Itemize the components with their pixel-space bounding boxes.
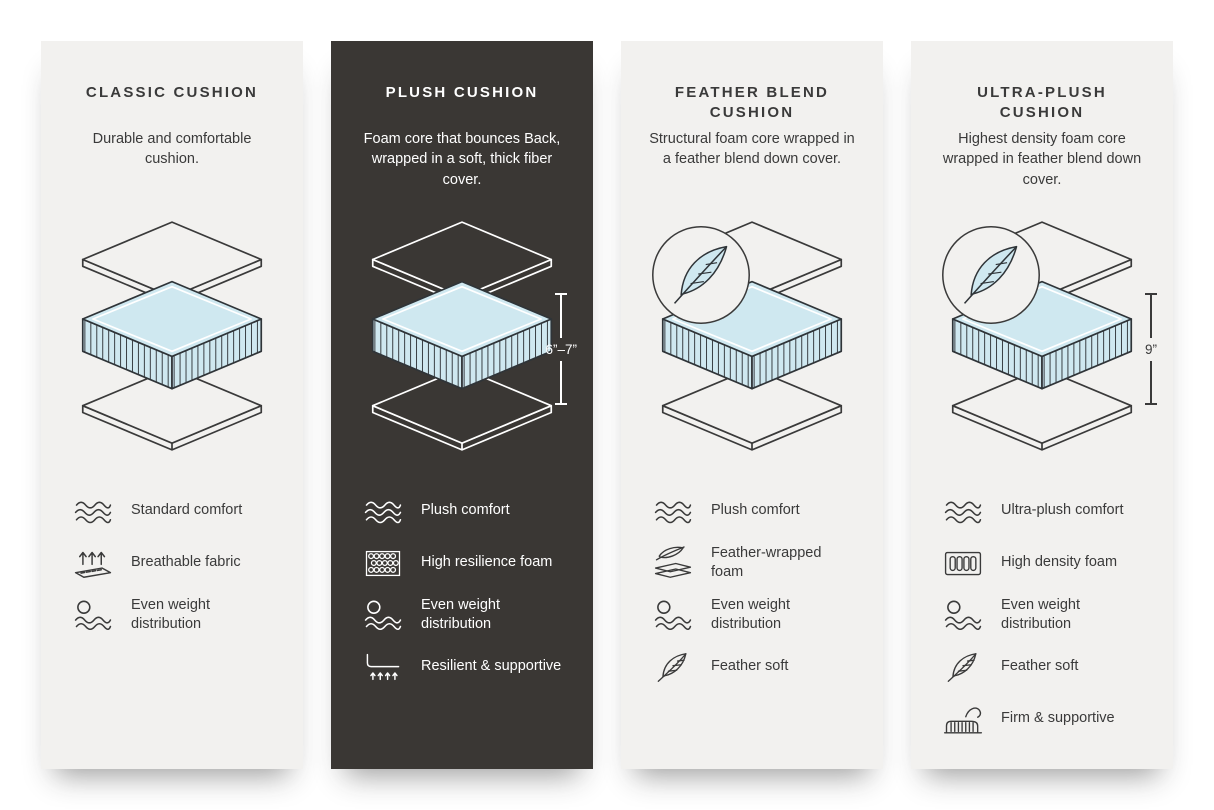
feature-item: Even weight distribution: [361, 595, 567, 635]
feature-label: High resilience foam: [421, 554, 553, 571]
feature-item: Firm & supportive: [941, 699, 1147, 739]
feature-item: Resilient & supportive: [361, 647, 567, 687]
cushion-layers-illustration: [360, 217, 564, 455]
dimension-line: [1150, 360, 1152, 403]
weight-icon: [71, 597, 115, 634]
panel-description: Structural foam core wrapped in a feathe…: [649, 131, 855, 168]
feather-icon: [941, 649, 985, 686]
dimension-cap: [1144, 293, 1157, 295]
dimension-line: [1150, 295, 1152, 338]
feature-item: Even weight distribution: [71, 595, 277, 635]
feature-item: Plush comfort: [651, 491, 857, 531]
feature-label: High density foam: [1001, 554, 1118, 571]
panel-description: Foam core that bounces Back, wrapped in …: [363, 131, 561, 188]
height-dimension: 6”–7”: [545, 293, 577, 405]
weight-icon: [651, 597, 695, 634]
wave-icon: [71, 493, 115, 530]
feature-label: Standard comfort: [131, 502, 243, 519]
feature-item: Plush comfort: [361, 491, 567, 531]
panel-title: CLASSIC CUSHION: [85, 84, 259, 101]
weight-icon: [941, 597, 985, 634]
feature-label: Ultra-plush comfort: [1001, 502, 1124, 519]
feather-badge-icon: [649, 223, 753, 327]
feature-item: Even weight distribution: [651, 595, 857, 635]
height-dimension: 9”: [1144, 293, 1157, 405]
feature-list: Standard comfort Breathable fabric Even …: [67, 485, 277, 635]
breathable-icon: [71, 545, 115, 582]
cushion-diagram: [647, 207, 857, 485]
feather-icon: [651, 649, 695, 686]
dimension-cap: [1144, 403, 1157, 405]
cushion-diagram: [67, 207, 277, 485]
wave-icon: [651, 493, 695, 530]
foam-cells-icon: [361, 545, 405, 582]
dimension-label: 9”: [1144, 341, 1157, 357]
feature-item: Feather soft: [651, 647, 857, 687]
dimension-line: [560, 360, 562, 403]
density-icon: [941, 545, 985, 582]
feature-item: Feather-wrapped foam: [651, 543, 857, 583]
panel-plush-cushion: PLUSH CUSHION Foam core that bounces Bac…: [331, 41, 593, 769]
panel-title: FEATHER BLEND CUSHION: [674, 84, 830, 122]
dimension-cap: [555, 293, 568, 295]
feature-label: Even weight distribution: [421, 596, 500, 632]
feather-badge-icon: [939, 223, 1043, 327]
feature-item: Feather soft: [941, 647, 1147, 687]
panel-feather-blend-cushion: FEATHER BLEND CUSHION Structural foam co…: [621, 41, 883, 769]
feature-item: High density foam: [941, 543, 1147, 583]
feature-label: Even weight distribution: [711, 596, 790, 632]
feature-label: Feather soft: [711, 658, 789, 675]
weight-icon: [361, 597, 405, 634]
feature-item: High resilience foam: [361, 543, 567, 583]
feature-label: Even weight distribution: [131, 596, 210, 632]
feature-label: Plush comfort: [421, 502, 510, 519]
feature-label: Feather soft: [1001, 658, 1079, 675]
panel-title: PLUSH CUSHION: [385, 84, 539, 101]
feature-item: Even weight distribution: [941, 595, 1147, 635]
cushion-diagram: 9”: [937, 207, 1157, 485]
feature-list: Plush comfort Feather-wrapped foam Even …: [647, 485, 857, 687]
feature-list: Plush comfort High resilience foam Even …: [357, 485, 567, 687]
feature-item: Standard comfort: [71, 491, 277, 531]
feather-wrap-icon: [651, 545, 695, 582]
feature-label: Plush comfort: [711, 502, 800, 519]
wave-icon: [941, 493, 985, 530]
dimension-label: 6”–7”: [545, 341, 577, 357]
press-icon: [941, 701, 985, 738]
panel-description: Highest density foam core wrapped in fea…: [942, 131, 1142, 188]
dimension-line: [560, 295, 562, 338]
cushion-diagram: 6”–7”: [357, 207, 577, 485]
feature-label: Even weight distribution: [1001, 596, 1080, 632]
dimension-cap: [555, 403, 568, 405]
feature-item: Ultra-plush comfort: [941, 491, 1147, 531]
panel-title: ULTRA-PLUSH CUSHION: [977, 84, 1107, 122]
panel-description: Durable and comfortable cushion.: [92, 131, 252, 168]
feature-item: Breathable fabric: [71, 543, 277, 583]
feature-label: Feather-wrapped foam: [711, 544, 822, 580]
spring-icon: [361, 649, 405, 686]
feature-label: Firm & supportive: [1001, 710, 1115, 727]
feature-label: Breathable fabric: [131, 554, 241, 571]
cushion-layers-illustration: [70, 217, 274, 455]
wave-icon: [361, 493, 405, 530]
feature-list: Ultra-plush comfort High density foam Ev…: [937, 485, 1147, 739]
panel-ultra-plush-cushion: ULTRA-PLUSH CUSHION Highest density foam…: [911, 41, 1173, 769]
panel-classic-cushion: CLASSIC CUSHION Durable and comfortable …: [41, 41, 303, 769]
feature-label: Resilient & supportive: [421, 658, 562, 675]
